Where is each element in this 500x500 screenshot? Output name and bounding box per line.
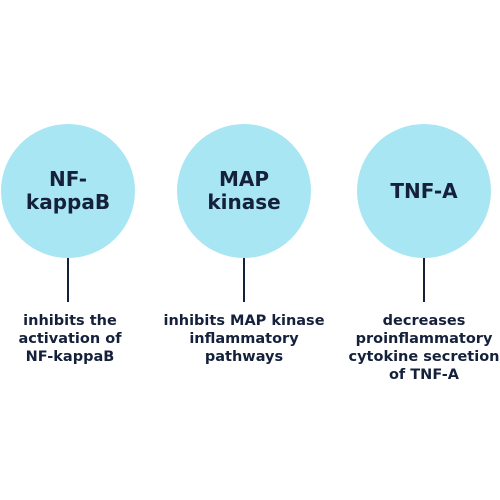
circle-label: MAP kinase bbox=[207, 167, 281, 214]
description-map-kinase: inhibits MAP kinase inflammatory pathway… bbox=[163, 313, 325, 366]
node-nf-kappab: NF-kappaB bbox=[1, 124, 135, 304]
node-tnf-a: TNF-A bbox=[357, 124, 491, 304]
connector-line bbox=[243, 258, 245, 302]
circle-nf-kappab: NF-kappaB bbox=[1, 124, 135, 258]
circle-map-kinase: MAP kinase bbox=[177, 124, 311, 258]
node-map-kinase: MAP kinase bbox=[177, 124, 311, 304]
description-tnf-a: decreases proinflammatory cytokine secre… bbox=[348, 313, 500, 384]
circle-label: TNF-A bbox=[390, 178, 458, 203]
circle-label: NF-kappaB bbox=[25, 167, 111, 214]
description-nf-kappab: inhibits the activation of NF-kappaB bbox=[18, 313, 122, 366]
connector-line bbox=[67, 258, 69, 302]
connector-line bbox=[423, 258, 425, 302]
circle-tnf-a: TNF-A bbox=[357, 124, 491, 258]
